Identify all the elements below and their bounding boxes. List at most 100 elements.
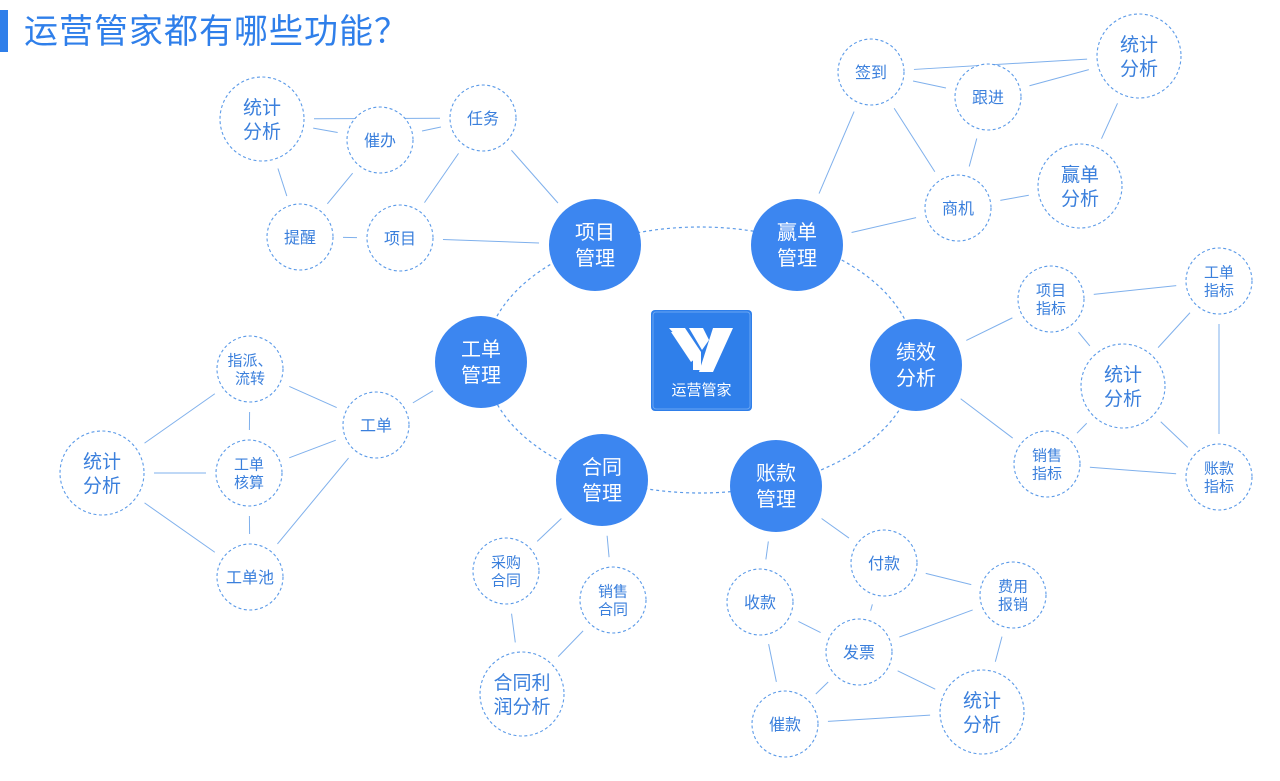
leaf-label-line-2: 合同 (598, 600, 628, 618)
hub-label-line-1: 项目 (575, 220, 615, 244)
connector-p_stats-p_urge (313, 127, 338, 133)
leaf-node-a-due: 催款 (751, 690, 819, 758)
connector-p_project-project (442, 239, 540, 244)
connector-w_sign-w_follow (912, 80, 947, 89)
leaf-node-p-task: 任务 (449, 84, 517, 152)
leaf-circle (837, 38, 905, 106)
hub-label-line-1: 绩效 (896, 340, 936, 364)
leaf-circle (215, 439, 283, 507)
yy-logo-icon (669, 328, 733, 372)
leaf-circle (751, 690, 819, 758)
connector-lines (144, 58, 1220, 722)
leaf-node-a-pay: 付款 (850, 529, 918, 597)
hub-circle (549, 199, 641, 291)
connector-w_sign-w_stats (913, 58, 1088, 70)
leaf-circle (266, 203, 334, 271)
leaf-node-p-project: 项目 (366, 204, 434, 272)
leaf-label-line-1: 采购 (491, 553, 521, 571)
leaf-circle (1080, 343, 1166, 429)
center-logo: 运营管家 (651, 310, 752, 411)
leaf-circle (342, 391, 410, 459)
leaf-label-line-2: 指标 (1204, 281, 1234, 299)
hub-label-line-2: 管理 (582, 481, 622, 505)
connector-a_recv-a_inv (798, 620, 821, 634)
leaf-circle (346, 106, 414, 174)
connector-f_sales-perf (960, 398, 1013, 439)
leaf-label-line-1: 催办 (364, 131, 396, 150)
connector-p_urge-p_task (421, 126, 442, 132)
leaf-label-line-2: 合同 (491, 571, 521, 589)
leaf-label-line-1: 付款 (868, 554, 900, 573)
leaf-label-line-1: 催款 (769, 715, 801, 734)
hub-circle (556, 434, 648, 526)
connector-a_recv-account (765, 541, 769, 560)
leaf-circle (216, 335, 284, 403)
hub-label-line-1: 赢单 (777, 220, 817, 244)
leaf-circle (59, 430, 145, 516)
leaf-circle (954, 63, 1022, 131)
connector-c_buy-contract (536, 518, 562, 542)
leaf-node-w-opp: 商机 (924, 174, 992, 242)
leaf-label-line-1: 提醒 (284, 228, 316, 247)
connector-p_stats-p_remind (277, 168, 288, 197)
hub-circle (435, 316, 527, 408)
connector-a_inv-a_due (815, 681, 829, 695)
leaf-circle (1185, 443, 1253, 511)
leaf-label-line-1: 项目 (1036, 281, 1066, 299)
hub-label-line-2: 分析 (896, 366, 936, 390)
hub-label-line-2: 管理 (756, 487, 796, 511)
connector-w_follow-w_stats (1029, 69, 1089, 87)
leaf-label-line-1: 销售 (1032, 446, 1062, 464)
leaf-circle (1037, 143, 1123, 229)
leaf-circle (579, 566, 647, 634)
connector-t_ticket-ticket (412, 390, 434, 404)
leaf-label-line-1: 项目 (384, 229, 416, 248)
connector-w_sign-w_opp (893, 107, 936, 173)
hub-label-line-1: 合同 (582, 455, 622, 479)
leaf-label-line-1: 账款 (1204, 459, 1234, 477)
leaf-label-line-2: 分析 (1104, 388, 1142, 410)
leaf-circle (979, 561, 1047, 629)
connector-a_recv-a_due (768, 644, 777, 682)
leaf-label-line-1: 统计 (963, 690, 1001, 712)
leaf-node-t-assign: 指派、流转 (216, 335, 284, 403)
hub-circle (870, 319, 962, 411)
connector-f_proj-f_stats (1078, 331, 1091, 347)
connector-a_pay-account (821, 518, 850, 539)
connector-t_ticket-t_pool (277, 457, 349, 545)
leaf-label-line-1: 统计 (243, 97, 281, 119)
leaf-label-line-2: 分析 (963, 714, 1001, 736)
leaf-circle (1017, 265, 1085, 333)
title-accent-bar (0, 10, 8, 52)
leaf-node-a-inv: 发票 (825, 618, 893, 686)
leaf-circle (1096, 13, 1182, 99)
connector-t_stats-t_pool (144, 502, 216, 553)
leaf-label-line-2: 指标 (1032, 464, 1062, 482)
leaf-circle (449, 84, 517, 152)
connector-t_assign-t_stats (144, 393, 216, 444)
connector-c_buy-c_profit (511, 613, 516, 643)
connector-a_pay-a_inv (870, 604, 873, 611)
leaf-label-line-1: 统计 (1104, 364, 1142, 386)
leaf-circle (825, 618, 893, 686)
connector-t_assign-t_ticket (289, 386, 337, 408)
leaf-node-t-ticket: 工单 (342, 391, 410, 459)
leaf-label-line-1: 商机 (942, 199, 974, 218)
hub-label-line-1: 工单 (461, 337, 501, 361)
leaf-label-line-1: 统计 (83, 451, 121, 473)
leaf-circle (850, 529, 918, 597)
